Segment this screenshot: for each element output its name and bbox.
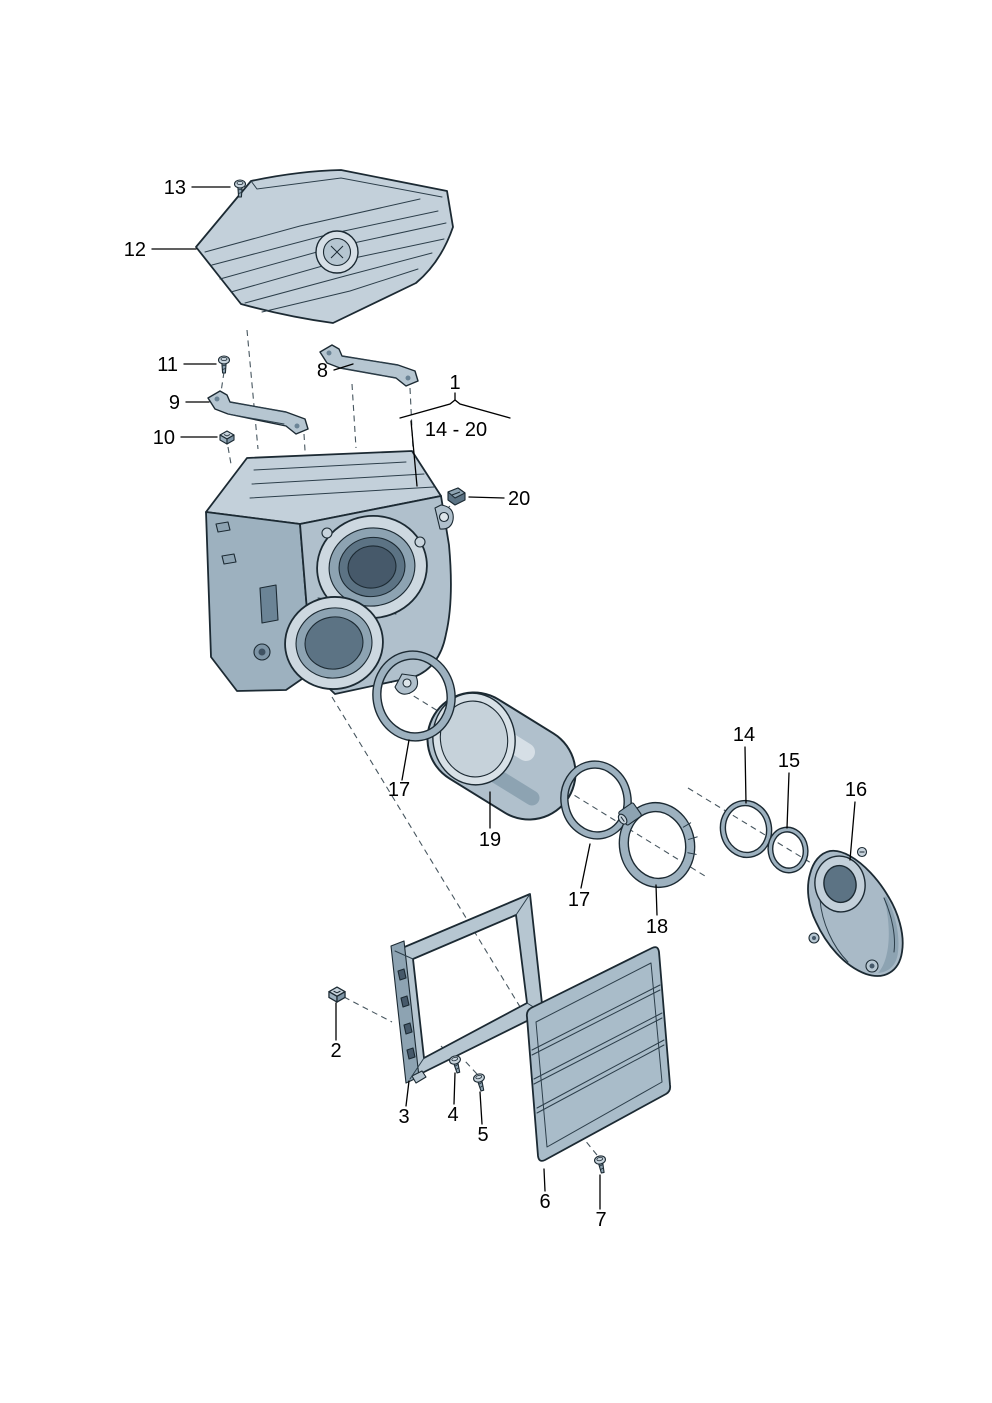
callout-14-label[interactable]: 14 <box>733 724 755 746</box>
callout-17-front-label[interactable]: 17 <box>388 779 410 801</box>
callout-12-label[interactable]: 12 <box>124 239 146 261</box>
callout-6-label[interactable]: 6 <box>539 1191 550 1213</box>
callout-5-label[interactable]: 5 <box>477 1124 488 1146</box>
part-8-bracket-drawing <box>319 344 419 387</box>
callout-4[interactable]: 4 <box>447 1072 459 1126</box>
callout-18[interactable]: 18 <box>646 884 668 938</box>
callout-9-label[interactable]: 9 <box>169 392 180 414</box>
callout-15-label[interactable]: 15 <box>778 750 800 772</box>
callout-19[interactable]: 19 <box>479 791 501 851</box>
part-6-filter-panel-drawing <box>525 946 672 1162</box>
part-17-seal-rear-drawing <box>560 760 632 840</box>
callout-3[interactable]: 3 <box>398 1080 410 1128</box>
callout-2-label[interactable]: 2 <box>330 1040 341 1062</box>
callout-8-label[interactable]: 8 <box>317 360 328 382</box>
callout-4-label[interactable]: 4 <box>447 1104 458 1126</box>
housing-lower-flange <box>284 596 384 690</box>
callout-11[interactable]: 11 <box>157 354 217 376</box>
part-14-ring-drawing <box>719 799 773 859</box>
callout-8[interactable]: 8 <box>317 360 354 382</box>
callout-17-rear[interactable]: 17 <box>568 843 591 911</box>
part-15-ring-drawing <box>767 826 809 874</box>
callout-20-label[interactable]: 20 <box>508 488 530 510</box>
callout-16[interactable]: 16 <box>845 779 867 861</box>
callout-1-brace <box>399 399 511 419</box>
part-9-bracket-drawing <box>207 390 309 435</box>
callout-9[interactable]: 9 <box>169 392 210 414</box>
callout-10[interactable]: 10 <box>153 427 218 449</box>
callout-19-label[interactable]: 19 <box>479 829 501 851</box>
part-3-filter-frame-drawing <box>390 893 544 1084</box>
part-18-clamp-drawing <box>617 801 698 889</box>
callout-17-front[interactable]: 17 <box>388 739 410 801</box>
callout-20[interactable]: 20 <box>468 488 530 510</box>
part-17-seal-front-drawing <box>372 650 456 742</box>
callout-1-label[interactable]: 1 <box>449 372 460 394</box>
clamp-worm-screw <box>617 802 642 826</box>
callout-18-label[interactable]: 18 <box>646 916 668 938</box>
callout-14[interactable]: 14 <box>733 724 755 804</box>
callout-5[interactable]: 5 <box>477 1091 489 1146</box>
callout-17-rear-label[interactable]: 17 <box>568 889 590 911</box>
callout-3-label[interactable]: 3 <box>398 1106 409 1128</box>
callout-12[interactable]: 12 <box>124 239 197 261</box>
part-19-connecting-pipe-drawing <box>426 691 577 821</box>
housing-upper-flange <box>316 514 428 620</box>
callout-2[interactable]: 2 <box>330 1002 342 1062</box>
callout-13[interactable]: 13 <box>164 177 231 199</box>
callout-16-label[interactable]: 16 <box>845 779 867 801</box>
part-1-air-cleaner-housing-drawing <box>205 450 454 695</box>
callout-7-label[interactable]: 7 <box>595 1209 606 1231</box>
callout-1-range-label[interactable]: 14 - 20 <box>425 419 487 441</box>
callout-13-label[interactable]: 13 <box>164 177 186 199</box>
part-12-cover-drawing <box>195 169 454 324</box>
part-20-clip-drawing <box>447 487 466 506</box>
part-16-air-duct-drawing <box>807 846 904 977</box>
callout-1[interactable]: 1 14 - 20 <box>399 372 511 487</box>
callout-11-label[interactable]: 11 <box>157 354 178 376</box>
callout-7[interactable]: 7 <box>595 1174 607 1231</box>
callout-10-label[interactable]: 10 <box>153 427 175 449</box>
callout-6[interactable]: 6 <box>539 1168 551 1213</box>
callout-15[interactable]: 15 <box>778 750 800 829</box>
